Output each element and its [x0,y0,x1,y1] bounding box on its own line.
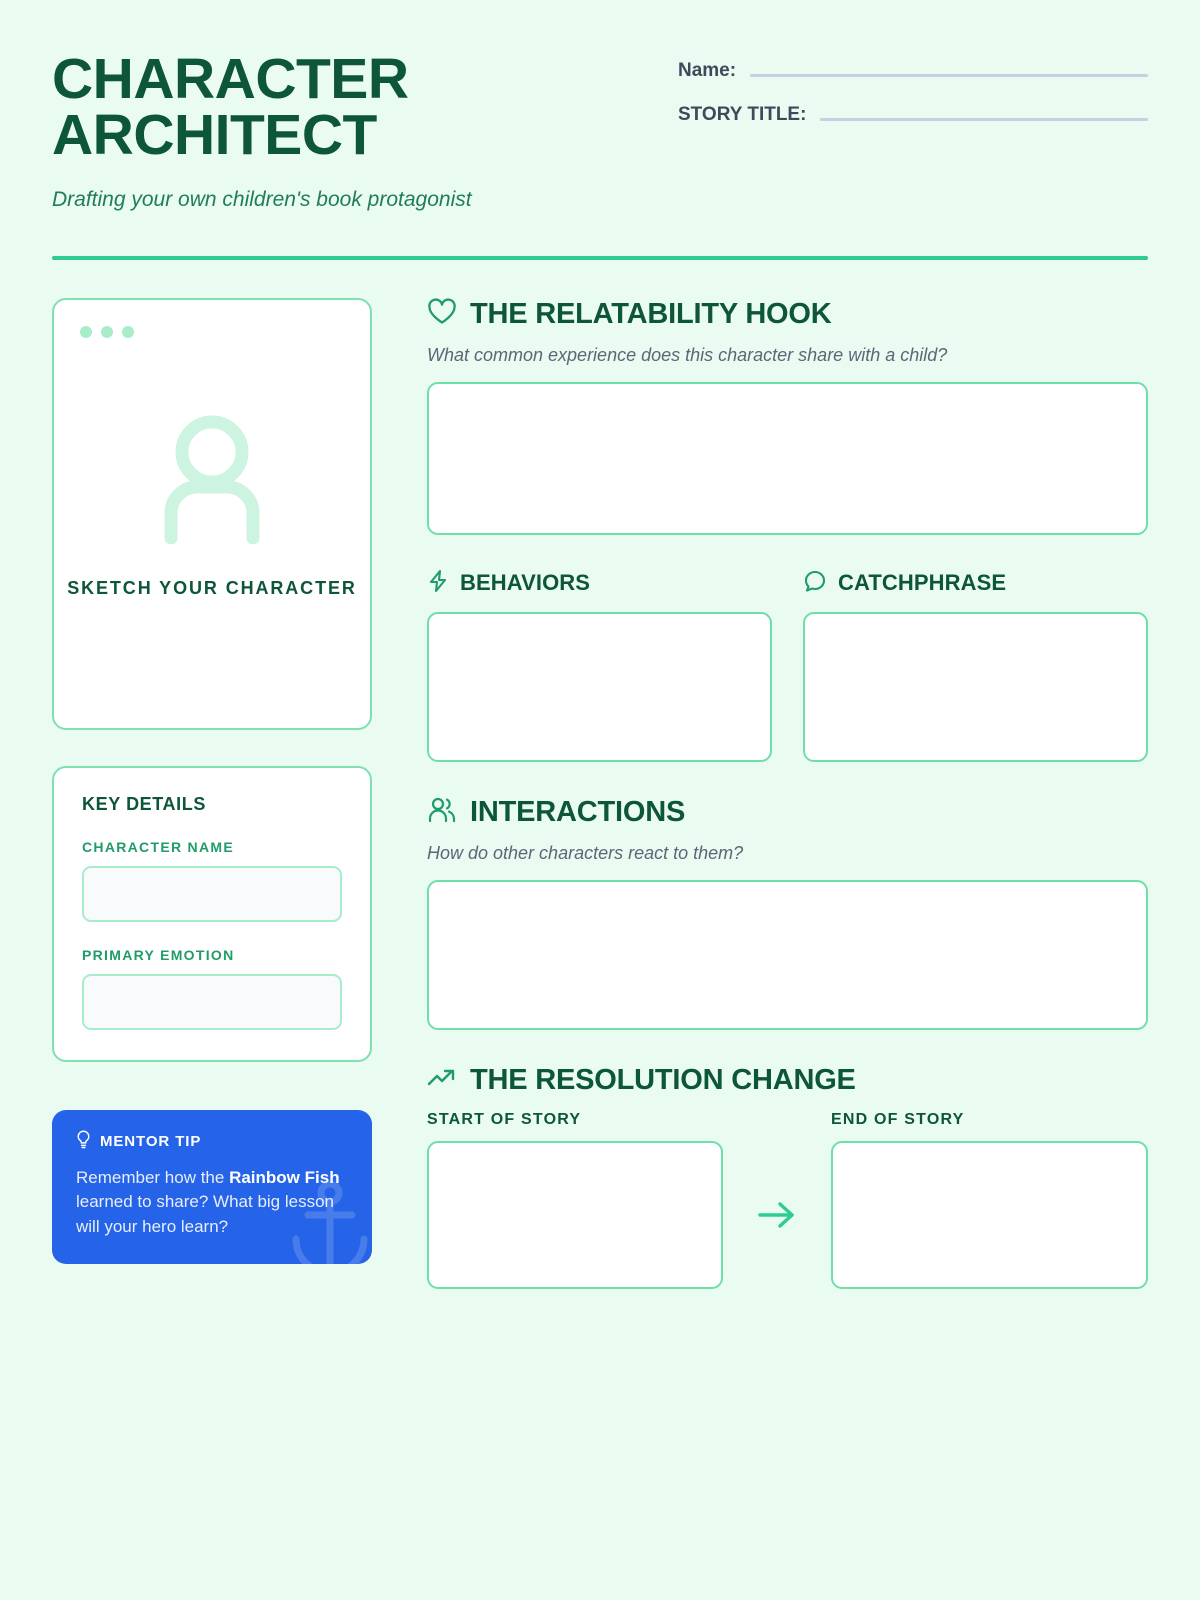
primary-emotion-input[interactable] [82,973,342,1030]
catchphrase-input[interactable] [803,611,1148,762]
resolution-change-header: THE RESOLUTION CHANGE [427,1064,1148,1097]
start-of-story-input[interactable] [427,1140,723,1289]
left-column: SKETCH YOUR CHARACTER KEY DETAILS CHARAC… [52,297,372,1323]
dot-icon [101,325,113,338]
resolution-labels: START OF STORY END OF STORY [427,1111,1148,1129]
person-icon [156,412,268,549]
worksheet-content: SKETCH YOUR CHARACTER KEY DETAILS CHARAC… [52,297,1148,1323]
sketch-label: SKETCH YOUR CHARACTER [67,578,357,599]
interactions-prompt: How do other characters react to them? [427,842,744,863]
key-details-card: KEY DETAILS CHARACTER NAME PRIMARY EMOTI… [52,765,372,1062]
primary-emotion-label: PRIMARY EMOTION [82,946,235,963]
header-fields: Name: STORY TITLE: [678,48,1148,148]
page-title: CHARACTER ARCHITECT [52,47,409,167]
story-title-field-row[interactable]: STORY TITLE: [678,104,1148,126]
title-block: CHARACTER ARCHITECT Drafting your own ch… [52,48,472,212]
dot-icon [80,325,92,338]
resolution-change-section: THE RESOLUTION CHANGE START OF STORY END… [427,1064,1148,1289]
character-name-input[interactable] [82,865,342,922]
lightning-bolt-icon [427,569,449,598]
catchphrase-header: CATCHPHRASE [803,569,1148,598]
window-dots [80,325,134,338]
end-of-story-box[interactable] [831,1140,1148,1289]
page-subtitle: Drafting your own children's book protag… [52,187,472,211]
arrow-right-icon [723,1198,831,1232]
end-of-story-label: END OF STORY [831,1110,965,1128]
interactions-title: INTERACTIONS [470,795,686,828]
behaviors-input[interactable] [427,611,772,762]
start-of-story-box[interactable] [427,1140,723,1289]
relatability-hook-header: THE RELATABILITY HOOK [427,298,1148,331]
behaviors-catchphrase-row: BEHAVIORS CATCHPHRASE [427,569,1148,762]
sketch-card[interactable]: SKETCH YOUR CHARACTER [52,297,372,730]
tip-text-after: learned to share? What big lesson will y… [76,1192,334,1236]
page-header: CHARACTER ARCHITECT Drafting your own ch… [52,48,1148,212]
tip-text-before: Remember how the [76,1167,230,1187]
relatability-hook-input[interactable] [427,381,1148,535]
mentor-tip-text: Remember how the Rainbow Fish learned to… [76,1166,350,1240]
right-column: THE RELATABILITY HOOK What common experi… [427,298,1148,1323]
catchphrase-title: CATCHPHRASE [838,570,1007,596]
interactions-input[interactable] [427,879,1148,1030]
mentor-tip-header: MENTOR TIP [76,1130,350,1154]
trending-up-icon [427,1067,457,1094]
behaviors-section: BEHAVIORS [427,569,772,762]
name-input-line[interactable] [750,74,1148,77]
relatability-hook-section: THE RELATABILITY HOOK What common experi… [427,298,1148,535]
interactions-section: INTERACTIONS How do other characters rea… [427,796,1148,1030]
relatability-hook-prompt: What common experience does this charact… [427,344,948,365]
name-field-label: Name: [678,60,737,81]
catchphrase-section: CATCHPHRASE [803,569,1148,762]
dot-icon [122,325,134,338]
resolution-change-title: THE RESOLUTION CHANGE [470,1063,856,1096]
end-of-story-input[interactable] [831,1140,1148,1289]
start-of-story-label: START OF STORY [427,1110,582,1128]
behaviors-title: BEHAVIORS [460,570,591,596]
relatability-hook-title: THE RELATABILITY HOOK [470,297,832,330]
name-field-row[interactable]: Name: [678,60,1148,82]
behaviors-header: BEHAVIORS [427,569,772,598]
tip-text-bold: Rainbow Fish [229,1167,340,1187]
heart-icon [427,298,457,330]
anchor-icon [282,1177,372,1264]
resolution-row [427,1140,1148,1289]
speech-bubble-icon [803,569,827,598]
header-divider [52,255,1148,260]
story-title-field-label: STORY TITLE: [678,104,807,125]
mentor-tip-title: MENTOR TIP [100,1133,202,1151]
interactions-header: INTERACTIONS [427,796,1148,829]
character-name-label: CHARACTER NAME [82,838,234,855]
key-details-title: KEY DETAILS [82,793,206,814]
two-people-icon [427,796,457,829]
story-title-input-line[interactable] [820,118,1148,121]
mentor-tip-card: MENTOR TIP Remember how the Rainbow Fish… [52,1109,372,1264]
lightbulb-icon [76,1130,91,1154]
